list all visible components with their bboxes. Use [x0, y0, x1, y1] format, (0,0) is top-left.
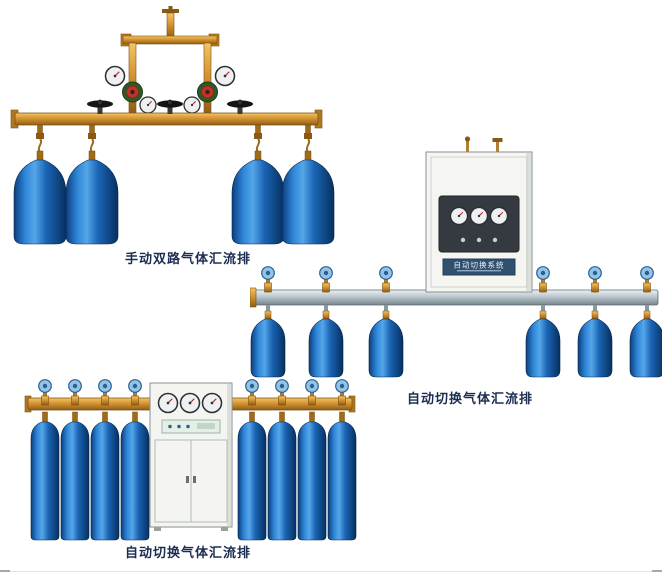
gas-cylinder [308, 305, 344, 378]
gas-cylinder [231, 150, 285, 245]
pressure-gauge [449, 206, 469, 226]
gas-cylinder [267, 411, 297, 541]
manifold-pipe [250, 287, 659, 308]
gas-cylinder [327, 411, 357, 541]
pressure-gauge [214, 65, 236, 87]
indicator-light [476, 237, 482, 243]
indicator-light [492, 237, 498, 243]
inlet-pipe-assembly [120, 6, 220, 47]
indicator-light [186, 424, 190, 429]
pressure-gauge [489, 206, 509, 226]
gas-cylinder-group [30, 411, 357, 541]
indicator-light [168, 424, 172, 429]
bottom-right-tick [652, 570, 662, 572]
valve-wheel-blue [640, 266, 654, 293]
pressure-gauge [139, 96, 157, 114]
valve-handwheel [156, 99, 184, 115]
gas-cylinder [629, 305, 662, 378]
valve-wheel-blue [261, 266, 275, 293]
valve-wheel-blue [379, 266, 393, 293]
door-handle [186, 476, 189, 483]
gas-cylinder [120, 411, 150, 541]
gas-cylinder [525, 305, 561, 378]
indicator-light [460, 237, 466, 243]
gas-cylinder [65, 150, 119, 245]
product-auto-switch-floor: 自动切换气体汇流排 [16, 376, 360, 572]
gas-cylinder [250, 305, 286, 378]
manual-dual-manifold-illustration [10, 6, 335, 245]
pressure-regulator-left [104, 42, 157, 115]
gas-cylinder [237, 411, 267, 541]
pressure-gauge [157, 392, 179, 414]
bottom-left-tick [0, 570, 10, 572]
gas-cylinder [577, 305, 613, 378]
product-manual-dual-manifold: 手动双路气体汇流排 [8, 6, 344, 268]
pressure-gauge [179, 392, 201, 414]
gas-cylinder [60, 411, 90, 541]
gas-cylinder-group [13, 150, 335, 245]
valve-wheel-blue [319, 266, 333, 293]
product-caption: 自动切换气体汇流排 [406, 392, 533, 406]
door-handle [193, 476, 196, 483]
auto-switch-wall-illustration: 自动切换系统 [250, 136, 662, 378]
gas-cylinder [13, 150, 67, 245]
product-caption: 手动双路气体汇流排 [124, 252, 251, 267]
header-pipe [10, 109, 323, 129]
pressure-gauge [104, 65, 126, 87]
cabinet-label: 自动切换系统 [454, 260, 505, 270]
gas-cylinder [368, 305, 404, 378]
valve-wheel-blue [536, 266, 550, 293]
auto-switch-floor-illustration [24, 379, 357, 541]
pressure-regulator-right [183, 42, 236, 115]
gas-cylinder [297, 411, 327, 541]
indicator-light [177, 424, 181, 429]
valve-wheel-blue [588, 266, 602, 293]
pressure-gauge [183, 96, 201, 114]
gas-cylinder [30, 411, 60, 541]
product-auto-switch-wall: 自动切换系统 自动切换气体汇流排 [250, 136, 662, 406]
gas-cylinder [90, 411, 120, 541]
valve-handwheel [86, 99, 114, 115]
pressure-gauge [469, 206, 489, 226]
valve-handwheel [226, 99, 254, 115]
product-caption: 自动切换气体汇流排 [124, 546, 251, 561]
gas-cylinder [281, 150, 335, 245]
control-cabinet: 自动切换系统 [425, 136, 533, 293]
gas-cylinder-group [250, 305, 662, 378]
control-cabinet [149, 382, 233, 531]
pressure-gauge [201, 392, 223, 414]
